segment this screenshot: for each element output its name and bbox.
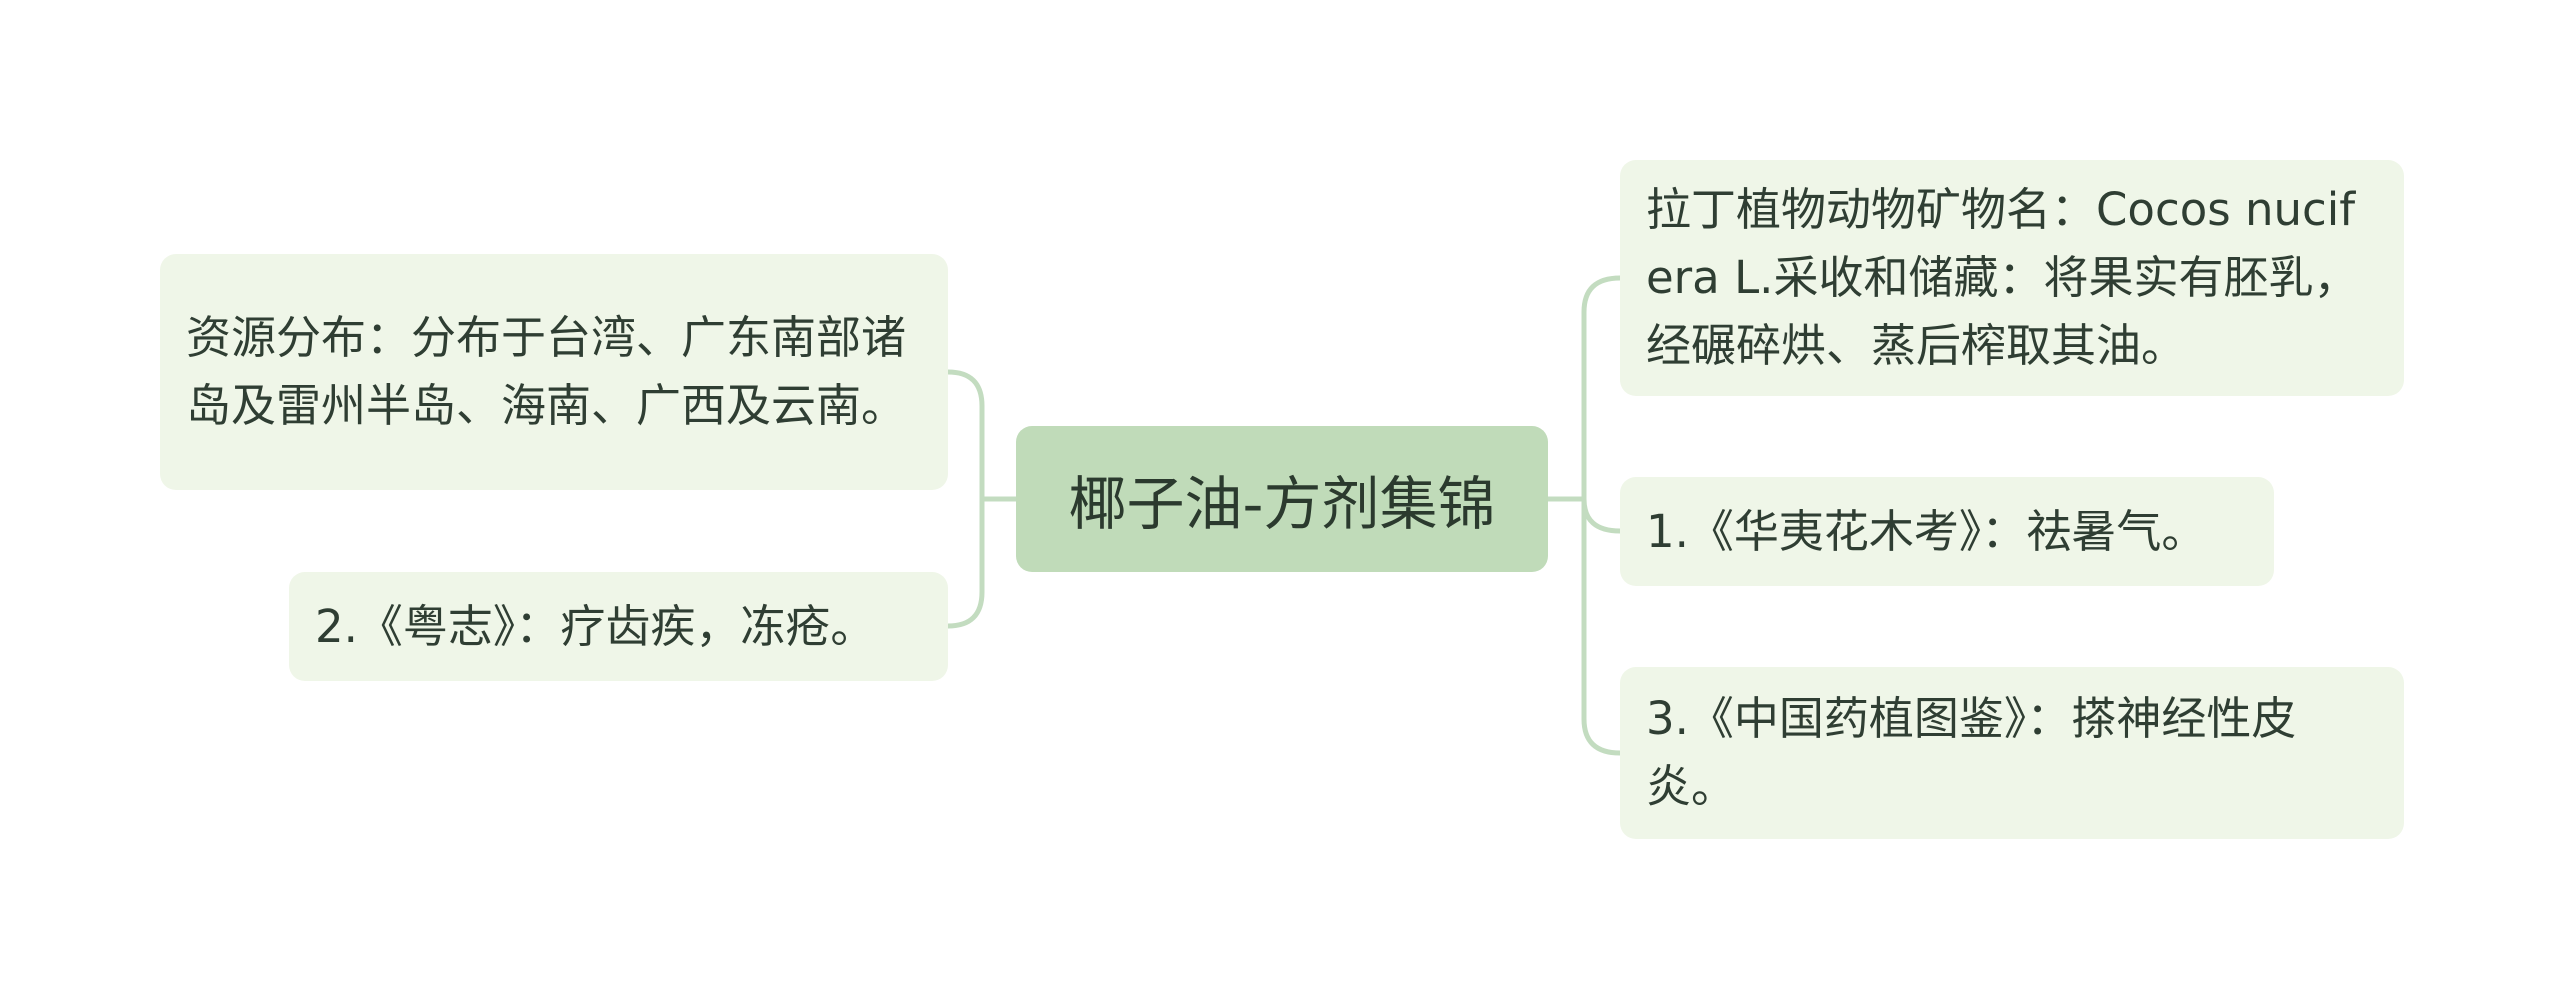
- connector-right-zhongguo: [1581, 496, 1623, 756]
- connector-right-latin: [1581, 275, 1623, 502]
- branch-node-latin-name[interactable]: 拉丁植物动物矿物名：Cocos nucifera L.采收和储藏：将果实有胚乳，…: [1620, 160, 2404, 396]
- branch-node-zhongguo-yaozhi-tujian[interactable]: 3.《中国药植图鉴》：搽神经性皮炎。: [1620, 667, 2404, 839]
- branch-node-huayi-huamu-kao[interactable]: 1.《华夷花木考》：祛暑气。: [1620, 477, 2274, 586]
- branch-text: 2.《粤志》：疗齿疾，冻疮。: [315, 599, 876, 653]
- connector-right-huayi: [1581, 496, 1623, 534]
- central-topic-node[interactable]: 椰子油-方剂集锦: [1016, 426, 1548, 572]
- connector-left-yuezhi: [945, 496, 985, 629]
- branch-node-resource-distribution[interactable]: 资源分布：分布于台湾、广东南部诸岛及雷州半岛、海南、广西及云南。: [160, 254, 948, 490]
- branch-text: 资源分布：分布于台湾、广东南部诸岛及雷州半岛、海南、广西及云南。: [186, 311, 907, 432]
- branch-text: 拉丁植物动物矿物名：Cocos nucifera L.采收和储藏：将果实有胚乳，…: [1646, 183, 2359, 372]
- branch-text: 1.《华夷花木考》：祛暑气。: [1646, 504, 2207, 558]
- branch-text: 3.《中国药植图鉴》：搽神经性皮炎。: [1646, 692, 2297, 813]
- central-topic-label: 椰子油-方剂集锦: [1068, 470, 1496, 538]
- branch-node-yuezhi[interactable]: 2.《粤志》：疗齿疾，冻疮。: [289, 572, 948, 681]
- connector-left-resource: [945, 369, 985, 502]
